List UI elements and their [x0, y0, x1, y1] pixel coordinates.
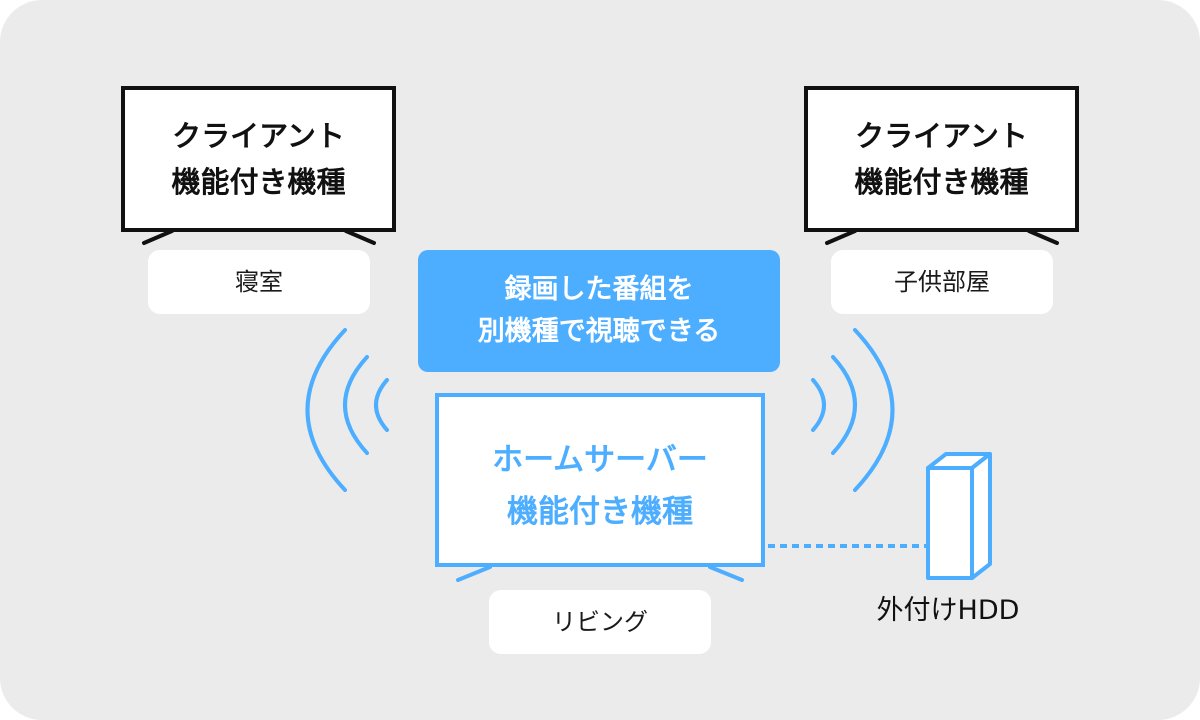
callout-line2: 別機種で視聴できる — [477, 316, 721, 347]
wireless-waves-right-icon — [811, 328, 895, 492]
client-left-line2: 機能付き機種 — [171, 165, 346, 199]
server-tv — [435, 393, 765, 582]
client-left-line1: クライアント — [172, 119, 345, 153]
server-line2: 機能付き機種 — [507, 494, 693, 530]
room-label-bedroom: 寝室 — [148, 250, 370, 314]
wireless-waves-left-icon — [305, 328, 389, 492]
client-right-line1: クライアント — [855, 119, 1028, 153]
room-label-kids-room: 子供部屋 — [831, 250, 1053, 314]
server-line1: ホームサーバー — [492, 442, 708, 478]
client-right-line2: 機能付き機種 — [854, 165, 1029, 199]
client-tv-left — [121, 86, 396, 245]
client-right-title: クライアント 機能付き機種 — [806, 113, 1077, 205]
room-label-living: リビング — [489, 590, 711, 654]
client-left-title: クライアント 機能付き機種 — [123, 113, 394, 205]
hdd-icon — [926, 452, 992, 580]
callout-line1: 録画した番組を — [504, 274, 694, 305]
hdd-label: 外付けHDD — [876, 595, 1020, 626]
feature-callout: 録画した番組を 別機種で視聴できる — [418, 250, 780, 372]
client-tv-right — [804, 86, 1079, 245]
server-title: ホームサーバー 機能付き機種 — [437, 434, 763, 538]
